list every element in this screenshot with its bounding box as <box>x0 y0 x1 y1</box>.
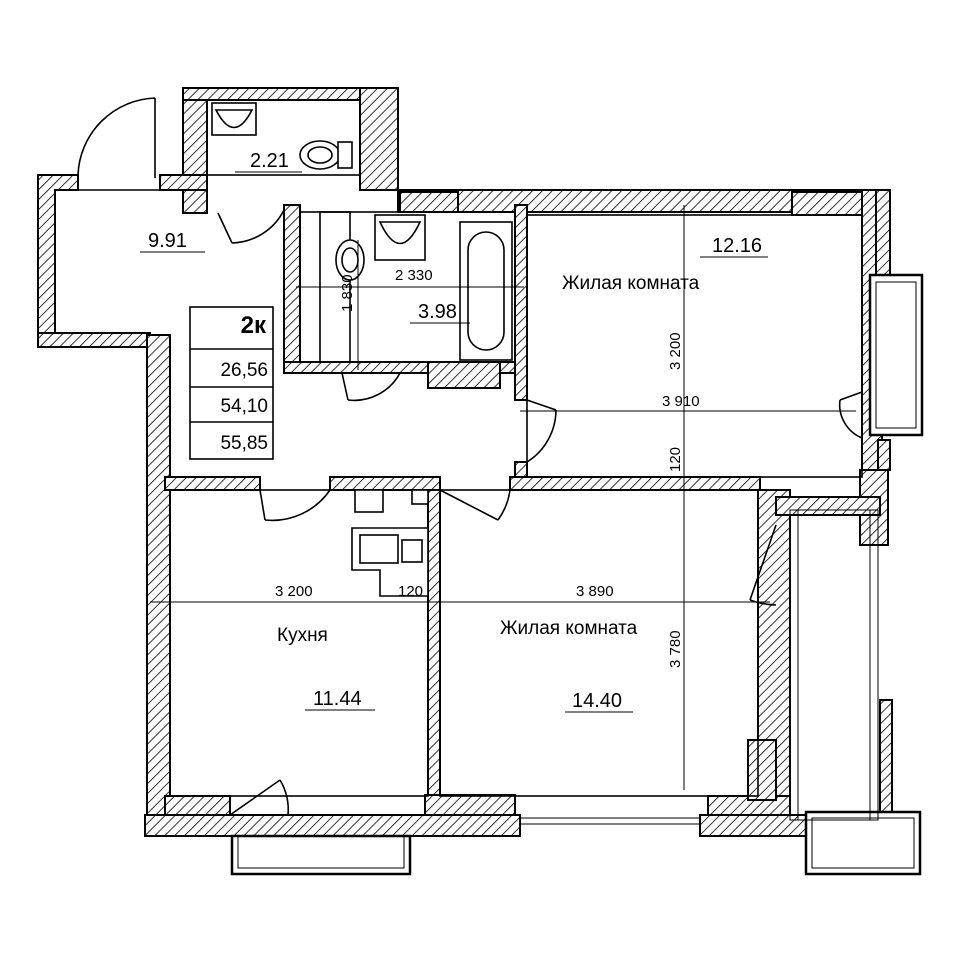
room-labels: 9.91 2.21 3.98 Жилая комната 12.16 Кухня… <box>140 150 768 713</box>
hall-area: 9.91 <box>148 230 187 252</box>
bedroom-area: 12.16 <box>712 235 762 257</box>
dim-bedroom-width: 3 910 <box>662 393 700 410</box>
dimension-lines <box>150 205 856 790</box>
dimension-labels: 2 330 1 830 3 910 3 200 120 3 200 120 3 … <box>275 267 700 668</box>
living-area: 14.40 <box>572 690 622 712</box>
summary-table: 2к 26,56 54,10 55,85 <box>189 306 274 460</box>
summary-row-1: 26,56 <box>220 360 268 381</box>
dim-wall-between: 120 <box>667 447 684 472</box>
kitchen-area: 11.44 <box>313 688 362 710</box>
dim-living-depth: 3 780 <box>667 630 684 668</box>
dim-kitchen-width: 3 200 <box>275 583 313 600</box>
wc-area: 2.21 <box>250 150 289 172</box>
dim-bedroom-depth: 3 200 <box>667 332 684 370</box>
living-label: Жилая комната <box>500 618 638 639</box>
dim-bath-depth: 1 830 <box>339 274 356 312</box>
doors <box>77 97 863 816</box>
dim-bath-width: 2 330 <box>395 267 433 284</box>
walls <box>37 87 893 837</box>
dim-living-width: 3 890 <box>576 583 614 600</box>
dim-partition: 120 <box>398 583 423 600</box>
balconies <box>230 273 924 876</box>
fixtures <box>211 102 513 597</box>
bedroom-label: Жилая комната <box>562 273 700 294</box>
summary-row-3: 55,85 <box>220 433 268 454</box>
apartment-type: 2к <box>241 312 267 339</box>
bath-area: 3.98 <box>418 301 457 323</box>
summary-row-2: 54,10 <box>220 396 268 417</box>
kitchen-label: Кухня <box>277 625 328 646</box>
